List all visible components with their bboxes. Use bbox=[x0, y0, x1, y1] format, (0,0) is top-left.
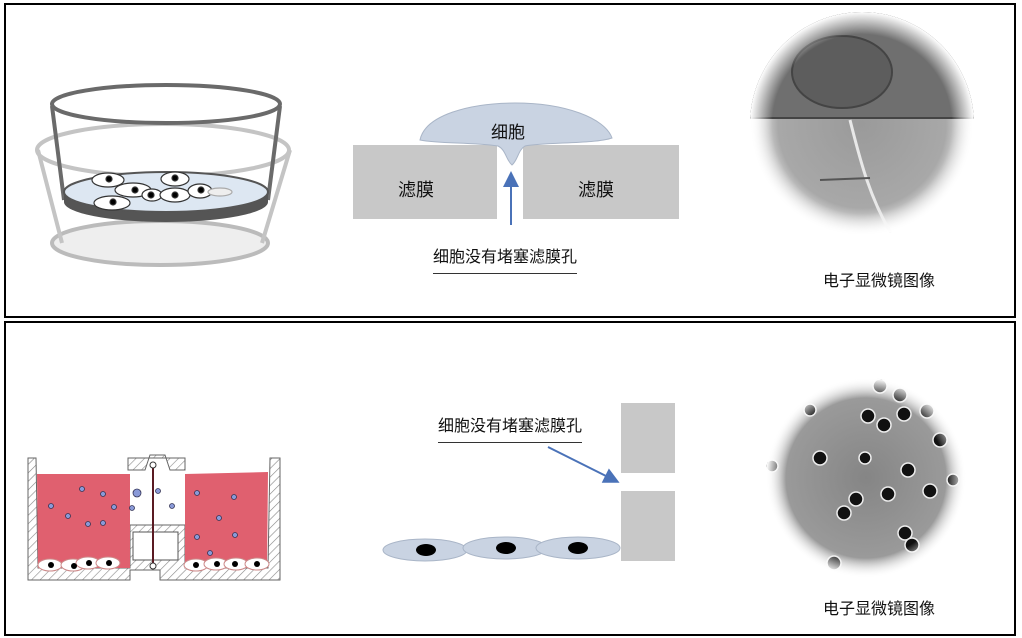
cells bbox=[91, 171, 233, 211]
membrane-right-label: 滤膜 bbox=[578, 180, 614, 201]
cell-shape bbox=[419, 102, 613, 166]
electron-micrograph-bottom bbox=[766, 378, 966, 578]
bottom-caption: 细胞没有堵塞滤膜孔 bbox=[437, 412, 583, 443]
culture-chamber-illustration bbox=[27, 454, 281, 581]
bottom-micrograph-label: 电子显微镜图像 bbox=[822, 599, 936, 618]
membrane-left-label: 滤膜 bbox=[398, 180, 434, 201]
top-caption: 细胞没有堵塞滤膜孔 bbox=[432, 243, 578, 274]
membrane-left bbox=[353, 145, 497, 219]
arrow-icon bbox=[547, 446, 620, 483]
membrane-right bbox=[523, 145, 679, 219]
membrane-lower bbox=[621, 491, 675, 561]
electron-micrograph-top bbox=[750, 12, 974, 236]
particles bbox=[48, 486, 238, 556]
membrane-upper bbox=[621, 403, 675, 473]
cell-label: 细胞 bbox=[491, 123, 525, 143]
top-micrograph-label: 电子显微镜图像 bbox=[822, 271, 936, 290]
transwell-insert-illustration bbox=[35, 83, 292, 267]
membrane-cross-section bbox=[353, 102, 679, 225]
cells-beside-membrane bbox=[382, 403, 675, 562]
